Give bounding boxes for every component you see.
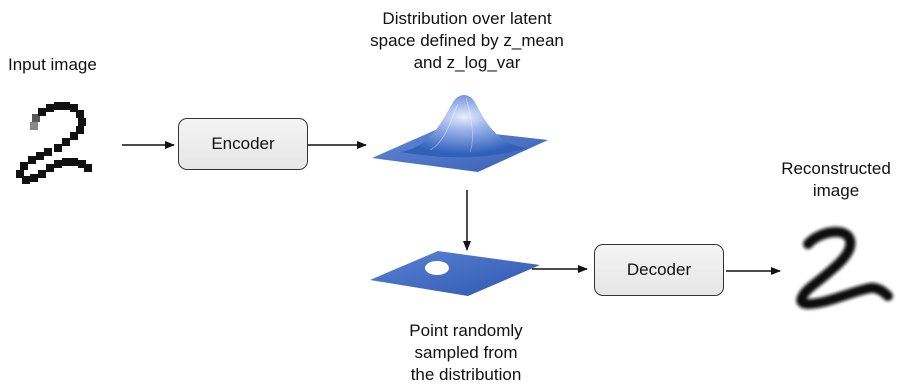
encoder-box: Encoder — [178, 118, 308, 170]
latent-caption-line-3: and z_log_var — [413, 53, 521, 72]
input-image-label: Input image — [8, 55, 97, 74]
latent-caption-line-1: Distribution over latent — [382, 9, 552, 28]
sampled-point-plane — [370, 251, 540, 296]
encoder-label: Encoder — [211, 134, 275, 153]
latent-distribution-surface — [372, 95, 548, 172]
input-digit-image — [16, 102, 92, 184]
sampled-point-caption: Point randomly sampled from the distribu… — [386, 320, 546, 386]
reconstructed-digit-image — [796, 226, 893, 309]
sample-caption-line-3: the distribution — [410, 365, 522, 384]
decoder-box: Decoder — [594, 244, 724, 296]
reconstructed-image-label: Reconstructed image — [772, 158, 900, 202]
reconstructed-label-line-2: image — [812, 181, 860, 200]
latent-caption-line-2: space defined by z_mean — [370, 31, 564, 50]
latent-distribution-caption: Distribution over latent space defined b… — [352, 8, 582, 74]
reconstructed-label-line-1: Reconstructed — [781, 159, 891, 178]
sample-caption-line-2: sampled from — [414, 343, 518, 362]
sample-caption-line-1: Point randomly — [409, 321, 523, 340]
sampled-point-marker — [425, 261, 449, 275]
decoder-label: Decoder — [626, 260, 692, 279]
